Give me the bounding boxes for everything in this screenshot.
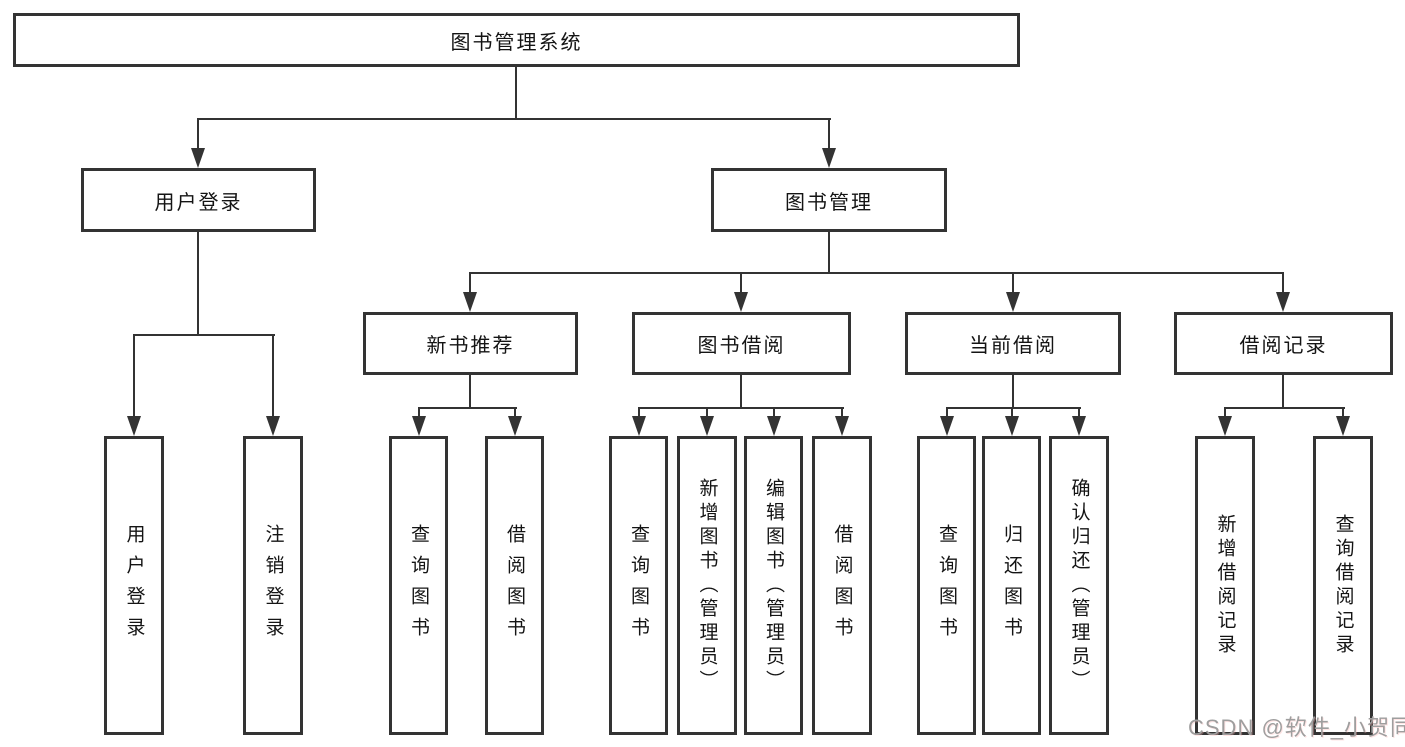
connector-stem [740, 272, 742, 294]
leaf-query-books-borrow: 查询图书 [609, 436, 668, 735]
arrowhead-icon [1276, 292, 1290, 312]
node-book-borrow: 图书借阅 [632, 312, 851, 375]
arrowhead-icon [1006, 292, 1020, 312]
connector-stub [1282, 375, 1284, 409]
arrowhead-icon [412, 416, 426, 436]
connector-stem [706, 407, 708, 418]
arrowhead-icon [463, 292, 477, 312]
connector-stub [1012, 375, 1014, 409]
connector-stub [469, 375, 471, 409]
connector-stem [828, 118, 830, 150]
arrowhead-icon [822, 148, 836, 168]
arrowhead-icon [191, 148, 205, 168]
node-user-login: 用户登录 [81, 168, 316, 232]
arrowhead-icon [127, 416, 141, 436]
leaf-query-books-recommend: 查询图书 [389, 436, 448, 735]
connector-stem [946, 407, 948, 418]
arrowhead-icon [1336, 416, 1350, 436]
arrowhead-icon [1072, 416, 1086, 436]
csdn-watermark: CSDN @软件_小贺同学 [1188, 715, 1405, 740]
arrowhead-icon [266, 416, 280, 436]
arrowhead-icon [940, 416, 954, 436]
leaf-add-borrow-record: 新增借阅记录 [1195, 436, 1255, 735]
connector-stem [1282, 272, 1284, 294]
leaf-query-books-current: 查询图书 [917, 436, 976, 735]
connector-stem [841, 407, 843, 418]
node-system-root: 图书管理系统 [13, 13, 1020, 67]
arrowhead-icon [632, 416, 646, 436]
arrowhead-icon [1005, 416, 1019, 436]
connector-stem [1078, 407, 1080, 418]
leaf-edit-book-admin: 编辑图书（管理员） [744, 436, 803, 735]
connector-stem [1342, 407, 1344, 418]
connector-root-stub [515, 67, 517, 118]
node-new-book-recommend: 新书推荐 [363, 312, 578, 375]
connector-branch-current [946, 407, 1081, 409]
connector-stem [638, 407, 640, 418]
connector-stem [272, 334, 274, 418]
arrowhead-icon [508, 416, 522, 436]
connector-book-mgmt-stub [828, 232, 830, 274]
connector-stem [1224, 407, 1226, 418]
connector-stem [469, 272, 471, 294]
connector-branch-level1 [197, 118, 831, 120]
node-current-borrow: 当前借阅 [905, 312, 1121, 375]
arrowhead-icon [1218, 416, 1232, 436]
connector-branch-borrow [638, 407, 844, 409]
arrowhead-icon [835, 416, 849, 436]
connector-branch-level3 [469, 272, 1284, 274]
arrowhead-icon [734, 292, 748, 312]
leaf-return-books: 归还图书 [982, 436, 1041, 735]
connector-branch-user-login [133, 334, 275, 336]
connector-stem [773, 407, 775, 418]
arrowhead-icon [700, 416, 714, 436]
connector-branch-records [1224, 407, 1345, 409]
leaf-query-borrow-record: 查询借阅记录 [1313, 436, 1373, 735]
leaf-logout: 注销登录 [243, 436, 303, 735]
connector-stem [418, 407, 420, 418]
connector-branch-recommend [418, 407, 517, 409]
connector-user-login-stub [197, 232, 199, 336]
leaf-add-book-admin: 新增图书（管理员） [677, 436, 737, 735]
arrowhead-icon [767, 416, 781, 436]
leaf-confirm-return-admin: 确认归还（管理员） [1049, 436, 1109, 735]
leaf-borrow-books-borrow: 借阅图书 [812, 436, 872, 735]
connector-stem [1011, 407, 1013, 418]
leaf-borrow-books-recommend: 借阅图书 [485, 436, 544, 735]
connector-stem [514, 407, 516, 418]
connector-stem [1012, 272, 1014, 294]
connector-stem [133, 334, 135, 418]
node-borrow-records: 借阅记录 [1174, 312, 1393, 375]
leaf-user-login: 用户登录 [104, 436, 164, 735]
connector-stem [197, 118, 199, 150]
node-book-management: 图书管理 [711, 168, 947, 232]
connector-stub [740, 375, 742, 409]
